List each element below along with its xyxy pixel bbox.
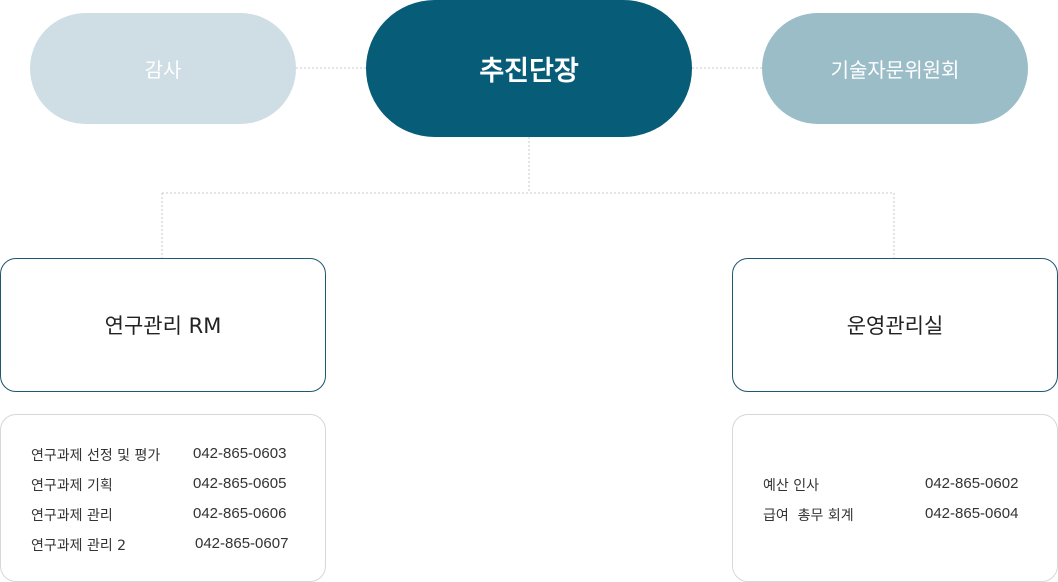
dept-ops-title: 운영관리실 xyxy=(846,314,944,338)
dept-research-management: 연구관리 RM xyxy=(0,258,326,392)
task-label: 예산 인사 xyxy=(763,478,819,494)
phone-number: 042-865-0602 xyxy=(925,475,1019,492)
phone-number: 042-865-0605 xyxy=(193,475,287,492)
phone-number: 042-865-0604 xyxy=(925,505,1019,522)
advisory-label: 기술자문위원회 xyxy=(830,58,960,82)
dept-rm-title: 연구관리 RM xyxy=(104,314,222,338)
phone-number: 042-865-0607 xyxy=(195,535,289,552)
rm-contact-list: 연구과제 선정 및 평가 042-865-0603 연구과제 기획 042-86… xyxy=(0,414,326,582)
phone-number: 042-865-0606 xyxy=(193,505,287,522)
task-label: 연구과제 관리 2 xyxy=(31,538,127,554)
task-label: 급여 총무 회계 xyxy=(763,508,854,524)
dept-operations-management: 운영관리실 xyxy=(732,258,1058,392)
phone-number: 042-865-0603 xyxy=(193,445,287,462)
task-label: 연구과제 기획 xyxy=(31,478,113,494)
task-label: 연구과제 관리 xyxy=(31,508,113,524)
ops-contact-list: 예산 인사 042-865-0602 급여 총무 회계 042-865-0604 xyxy=(732,414,1058,582)
head-label: 추진단장 xyxy=(479,56,579,87)
head-node: 추진단장 xyxy=(366,0,692,137)
advisory-committee-node: 기술자문위원회 xyxy=(762,13,1028,124)
audit-node: 감사 xyxy=(30,13,296,124)
task-label: 연구과제 선정 및 평가 xyxy=(31,448,161,464)
audit-label: 감사 xyxy=(144,58,182,82)
